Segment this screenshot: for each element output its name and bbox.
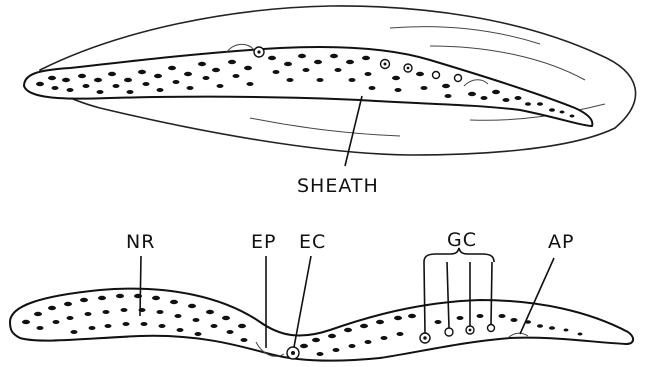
gc-leader-line: [491, 262, 492, 325]
exsheathed-larva: NR EP EC GC AP: [10, 229, 633, 361]
genital-cell-core: [423, 336, 426, 339]
top-genital-cell: [455, 75, 462, 82]
top-excretory-cell-core: [257, 50, 260, 53]
ap-label: AP: [548, 231, 574, 253]
genital-cell: [488, 325, 495, 332]
gc-brace: [424, 248, 494, 262]
top-genital-cell-core: [384, 63, 387, 66]
excretory-cell-core: [291, 351, 295, 355]
top-genital-cell: [433, 72, 440, 79]
sheathed-larva: SHEATH: [24, 6, 636, 197]
ep-label: EP: [251, 231, 276, 253]
nr-label: NR: [126, 231, 155, 253]
ec-leader-line: [294, 256, 311, 347]
genital-cell: [445, 328, 453, 336]
genital-cell-core: [469, 329, 472, 332]
gc-leader-line: [424, 262, 425, 333]
gc-label: GC: [447, 229, 477, 251]
ec-label: EC: [299, 231, 326, 253]
top-genital-cell-core: [407, 67, 410, 70]
sheath-label: SHEATH: [297, 175, 379, 197]
nr-leader-line: [140, 256, 141, 316]
